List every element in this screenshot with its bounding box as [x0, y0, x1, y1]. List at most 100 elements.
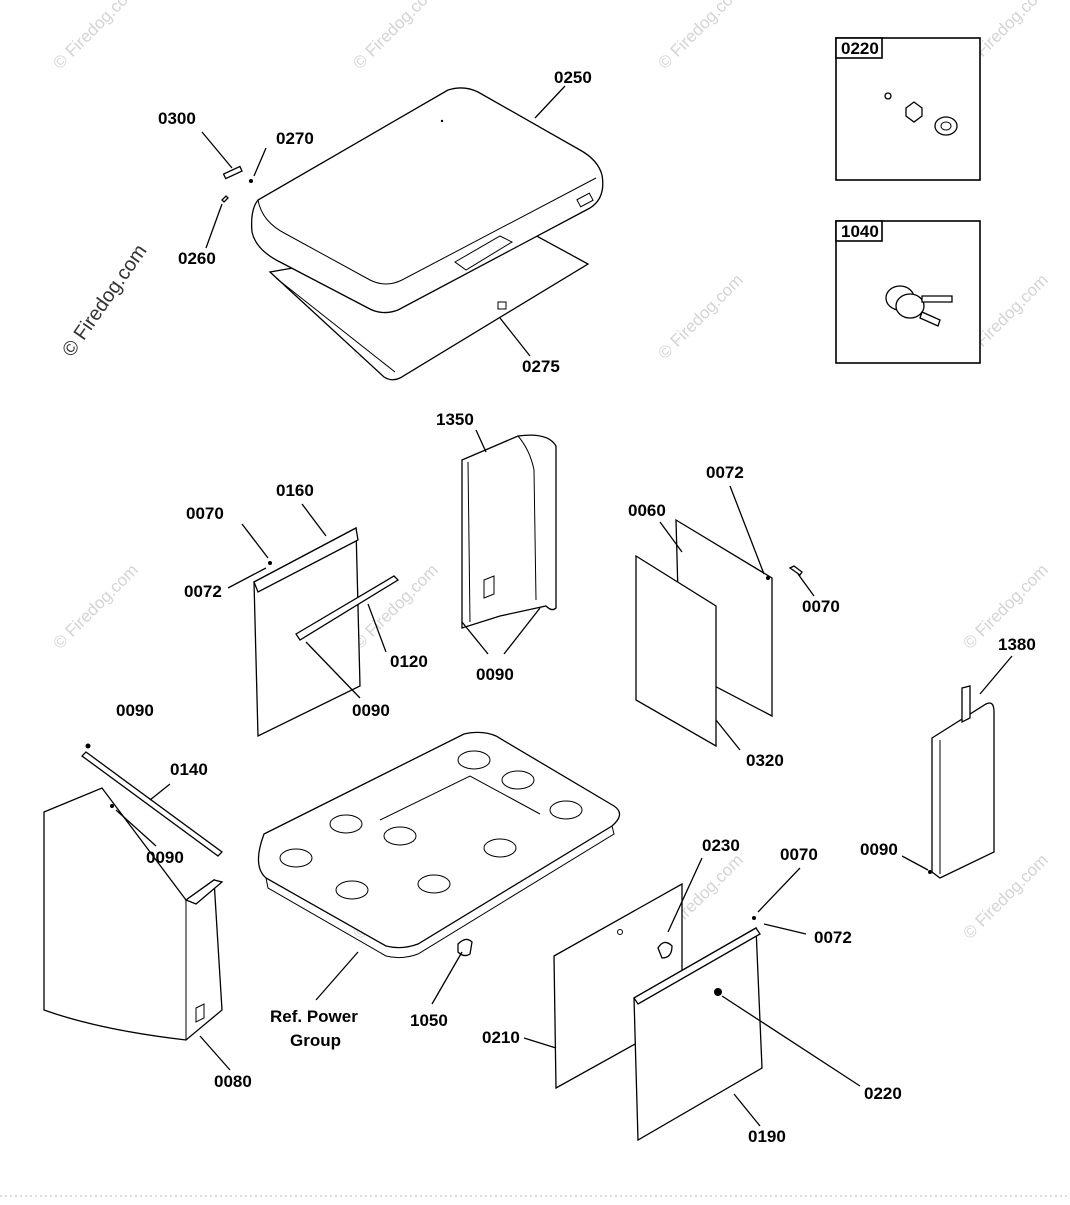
- pan-hole: [383, 826, 417, 846]
- panel-1380-face: [931, 702, 995, 879]
- watermark-text: © Firedog.com: [49, 560, 141, 652]
- inset-lock-tag: [835, 37, 883, 59]
- watermark-text: © Firedog.com: [349, 560, 441, 652]
- pan-hole: [329, 814, 363, 834]
- part-labels: 0250 0300 0270 0260 0275 1350 0160 0070 …: [116, 68, 1036, 1146]
- leader-1050: [431, 951, 463, 1005]
- leader-0072a: [227, 567, 267, 589]
- leader-0070a: [241, 523, 269, 559]
- base-pan-body: [257, 731, 621, 949]
- part-label-0270: 0270: [276, 129, 314, 148]
- lid-latch: [576, 192, 594, 208]
- pan-hole: [483, 838, 517, 858]
- lid-handle: [454, 235, 514, 271]
- leader-0250: [534, 85, 566, 119]
- watermark-text: © Firedog.com: [49, 0, 141, 73]
- leader-0120: [367, 603, 387, 653]
- leader-0090a: [305, 641, 361, 699]
- leader-0060: [659, 521, 683, 553]
- base-pan-lip: [265, 825, 615, 959]
- part-label-0090: 0090: [860, 840, 898, 859]
- part-label-0160: 0160: [276, 481, 314, 500]
- pan-hole: [417, 874, 451, 894]
- curved-panel-edge: [467, 461, 471, 623]
- leader-0260: [205, 203, 223, 249]
- screw-0090e: [110, 804, 114, 808]
- part-label-1350: 1350: [436, 410, 474, 429]
- part-label-0120: 0120: [390, 652, 428, 671]
- leader-0210: [523, 1037, 557, 1049]
- leader-1380: [979, 655, 1013, 695]
- part-label-0080: 0080: [214, 1072, 252, 1091]
- inset-keys-label: 1040: [841, 222, 879, 241]
- leader-0320: [715, 719, 741, 751]
- small-screw: [221, 195, 229, 203]
- part-label-0070: 0070: [780, 845, 818, 864]
- watermark-text: © Firedog.com: [654, 270, 746, 362]
- part-label-0140: 0140: [170, 760, 208, 779]
- part-label-0090: 0090: [352, 701, 390, 720]
- leader-0220: [721, 995, 861, 1087]
- leader-0275: [499, 317, 531, 357]
- leader-0070b: [797, 573, 815, 597]
- lid-base-edge: [275, 277, 396, 373]
- panel-0190-top: [633, 927, 761, 1005]
- leader-0090c: [901, 855, 929, 871]
- leader-0090-b2: [503, 607, 541, 655]
- part-label-0090: 0090: [476, 665, 514, 684]
- curved-panel-vent: [483, 575, 495, 599]
- leader-0090-b1: [461, 621, 489, 655]
- leader-0072c: [763, 923, 807, 935]
- panel-0160-rail: [253, 527, 359, 593]
- pan-hole: [335, 880, 369, 900]
- leader-0190: [733, 1093, 761, 1127]
- knob-0220: [714, 988, 722, 996]
- lid-dot: [440, 119, 444, 123]
- bar-0120: [295, 575, 400, 641]
- shell-0080-body: [43, 787, 223, 1041]
- curved-panel-1350: [461, 429, 557, 655]
- panel-0060-0320: [635, 485, 815, 751]
- screw-0070c: [752, 916, 756, 920]
- screw-0072b: [766, 576, 770, 580]
- lock-washer: [905, 101, 923, 123]
- inset-keys: 1040: [835, 220, 981, 364]
- part-label-0230: 0230: [702, 836, 740, 855]
- part-label-1050: 1050: [410, 1011, 448, 1030]
- pan-hole: [501, 770, 535, 790]
- panel-0210-hole: [617, 929, 623, 935]
- lid-assembly: [201, 85, 604, 381]
- part-label-0072: 0072: [814, 928, 852, 947]
- part-label-0300: 0300: [158, 109, 196, 128]
- watermark-text: © Firedog.com: [349, 0, 441, 73]
- part-label-0190: 0190: [748, 1127, 786, 1146]
- pan-hole: [279, 848, 313, 868]
- inset-lock-label: 0220: [841, 39, 879, 58]
- door-panels: [523, 857, 861, 1142]
- lock-nut: [884, 92, 892, 100]
- leader-0160: [301, 503, 327, 537]
- lock-cylinder: [934, 116, 958, 136]
- latch-0230: [657, 941, 673, 959]
- key-blade: [921, 295, 953, 303]
- key-head-2: [895, 293, 925, 319]
- screw-0090d: [85, 743, 91, 749]
- inset-keys-tag: [835, 220, 883, 242]
- screw-0090c: [928, 870, 932, 874]
- watermark-text: © Firedog.com: [959, 850, 1051, 942]
- small-dot: [249, 179, 253, 183]
- panel-1380: [901, 655, 1013, 879]
- base-pan: [257, 731, 621, 1005]
- shell-0080: [43, 743, 231, 1071]
- curved-panel: [461, 434, 557, 629]
- part-label-0250: 0250: [554, 68, 592, 87]
- caption-line2: Group: [290, 1031, 341, 1050]
- leader-0270: [253, 147, 267, 177]
- part-label-1380: 1380: [998, 635, 1036, 654]
- lid-shell: [250, 87, 604, 314]
- panel-0160: [227, 503, 400, 738]
- watermark-text: © Firedog.com: [654, 0, 746, 73]
- part-label-0275: 0275: [522, 357, 560, 376]
